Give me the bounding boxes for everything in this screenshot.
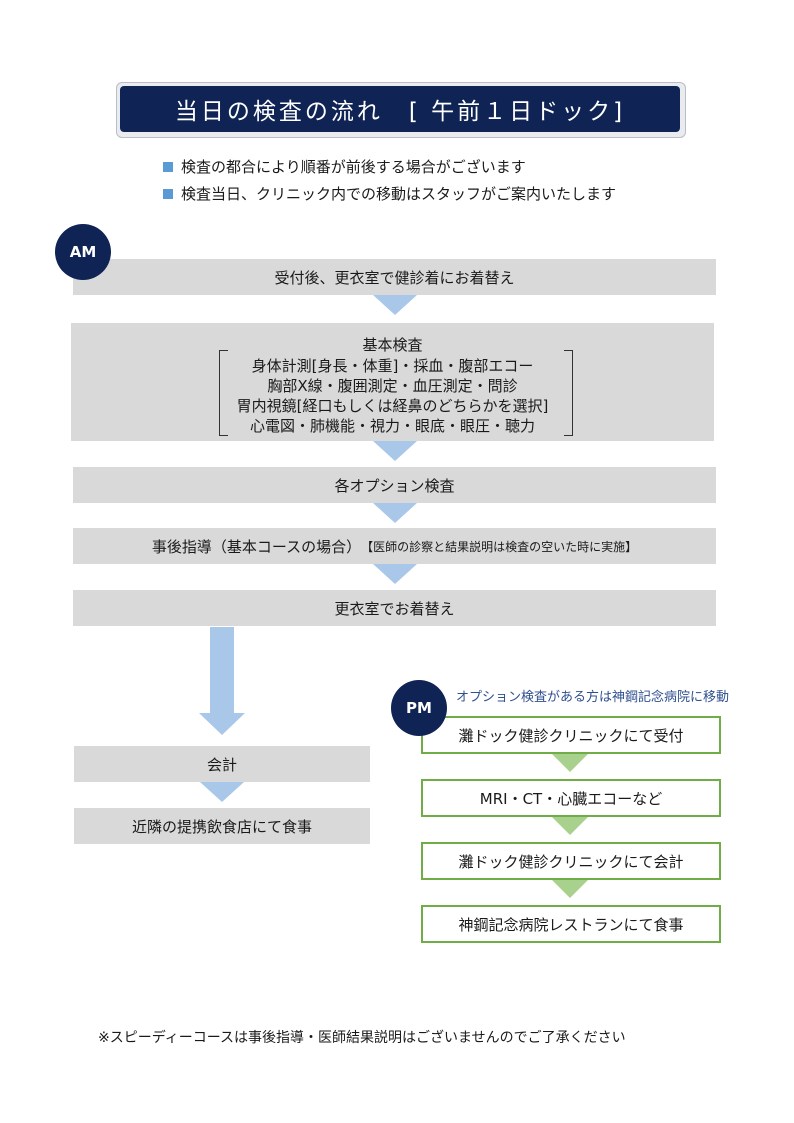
guidance-note: 【医師の診察と結果説明は検査の空いた時に実施】 (361, 539, 638, 554)
large-arrow-head-icon (199, 713, 245, 735)
basic-exam-line: 胸部X線・腹囲測定・血圧測定・問診 (267, 377, 518, 395)
pm-badge: PM (391, 680, 447, 736)
page-title: 当日の検査の流れ [ 午前１日ドック] (120, 86, 680, 132)
pm-caption: オプション検査がある方は神鋼記念病院に移動 (456, 690, 730, 705)
step-basic-exam: 基本検査 身体計測[身長・体重]・採血・腹部エコー 胸部X線・腹囲測定・血圧測定… (71, 323, 714, 441)
note-item: 検査当日、クリニック内での移動はスタッフがご案内いたします (163, 183, 616, 204)
note-item: 検査の都合により順番が前後する場合がございます (163, 156, 526, 177)
down-arrow-icon (373, 503, 417, 523)
down-arrow-icon (200, 782, 244, 802)
step-change-back: 更衣室でお着替え (73, 590, 716, 626)
square-bullet-icon (163, 161, 173, 172)
down-arrow-icon (552, 817, 588, 835)
step-payment: 会計 (74, 746, 370, 782)
step-changing: 受付後、更衣室で健診着にお着替え (73, 259, 716, 295)
pm-step-payment: 灘ドック健診クリニックにて会計 (421, 842, 721, 880)
down-arrow-icon (552, 880, 588, 898)
guidance-label: 事後指導（基本コースの場合） (151, 537, 362, 556)
basic-exam-line: 胃内視鏡[経口もしくは経鼻のどちらかを選択] (236, 397, 549, 415)
down-arrow-icon (373, 441, 417, 461)
down-arrow-icon (373, 295, 417, 315)
basic-exam-line: 心電図・肺機能・視力・眼底・眼圧・聴力 (249, 417, 535, 435)
step-meal: 近隣の提携飲食店にて食事 (74, 808, 370, 844)
basic-exam-title: 基本検査 (362, 336, 423, 354)
down-arrow-icon (373, 564, 417, 584)
right-bracket (564, 350, 573, 436)
footnote: ※スピーディーコースは事後指導・医師結果説明はございませんのでご了承ください (98, 1030, 626, 1046)
note-text: 検査当日、クリニック内での移動はスタッフがご案内いたします (181, 185, 617, 203)
step-guidance: 事後指導（基本コースの場合） 【医師の診察と結果説明は検査の空いた時に実施】 (73, 528, 716, 564)
note-text: 検査の都合により順番が前後する場合がございます (181, 158, 526, 176)
square-bullet-icon (163, 188, 173, 199)
step-options: 各オプション検査 (73, 467, 716, 503)
down-arrow-icon (552, 754, 588, 772)
pm-step-reception: 灘ドック健診クリニックにて受付 (421, 716, 721, 754)
am-badge: AM (55, 224, 111, 280)
pm-step-meal: 神鋼記念病院レストランにて食事 (421, 905, 721, 943)
left-bracket (219, 350, 228, 436)
pm-step-exams: MRI・CT・心臓エコーなど (421, 779, 721, 817)
basic-exam-line: 身体計測[身長・体重]・採血・腹部エコー (251, 357, 534, 375)
large-down-arrow-icon (210, 627, 234, 713)
